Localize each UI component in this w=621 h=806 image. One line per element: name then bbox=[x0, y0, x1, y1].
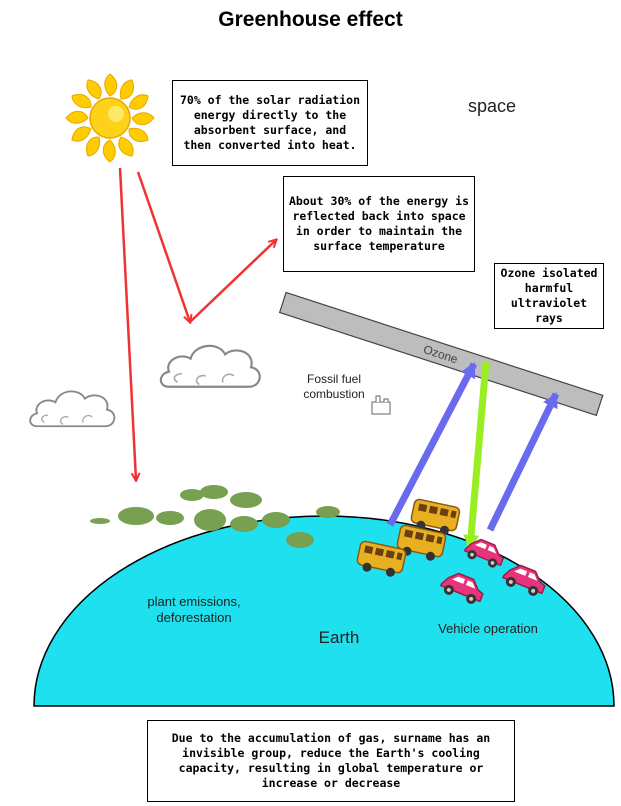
diagram-title: Greenhouse effect bbox=[218, 8, 403, 31]
fossil-fuel-label: Fossil fuel combustion bbox=[303, 372, 365, 401]
plant-icon bbox=[90, 485, 340, 548]
earth-label: Earth bbox=[318, 628, 360, 647]
arrow-sun-to-plants bbox=[118, 167, 136, 480]
earth-hemisphere bbox=[33, 515, 615, 707]
arrow-ozone-down bbox=[463, 361, 490, 550]
reflected-energy-note: About 30% of the energy is reflected bac… bbox=[283, 176, 475, 272]
ozone-note: Ozone isolated harmful ultraviolet rays bbox=[494, 263, 604, 329]
arrow-sun-to-cloud bbox=[136, 171, 190, 322]
cloud-icon bbox=[159, 344, 261, 388]
arrow-uv-up-right bbox=[486, 392, 560, 532]
ozone-layer: Ozone bbox=[278, 291, 604, 417]
cloud-icon bbox=[28, 390, 116, 428]
factory-icon bbox=[371, 395, 391, 415]
solar-absorption-note: 70% of the solar radiation energy direct… bbox=[172, 80, 368, 166]
space-label: space bbox=[467, 96, 517, 116]
arrow-cloud-to-space bbox=[189, 240, 276, 323]
vehicle-operation-label: Vehicle operation bbox=[438, 621, 538, 636]
arrow-uv-up-left bbox=[386, 362, 478, 527]
plant-emissions-label: plant emissions, deforestation bbox=[147, 594, 241, 625]
sun-icon bbox=[65, 73, 155, 163]
conclusion-note: Due to the accumulation of gas, surname … bbox=[147, 720, 515, 802]
